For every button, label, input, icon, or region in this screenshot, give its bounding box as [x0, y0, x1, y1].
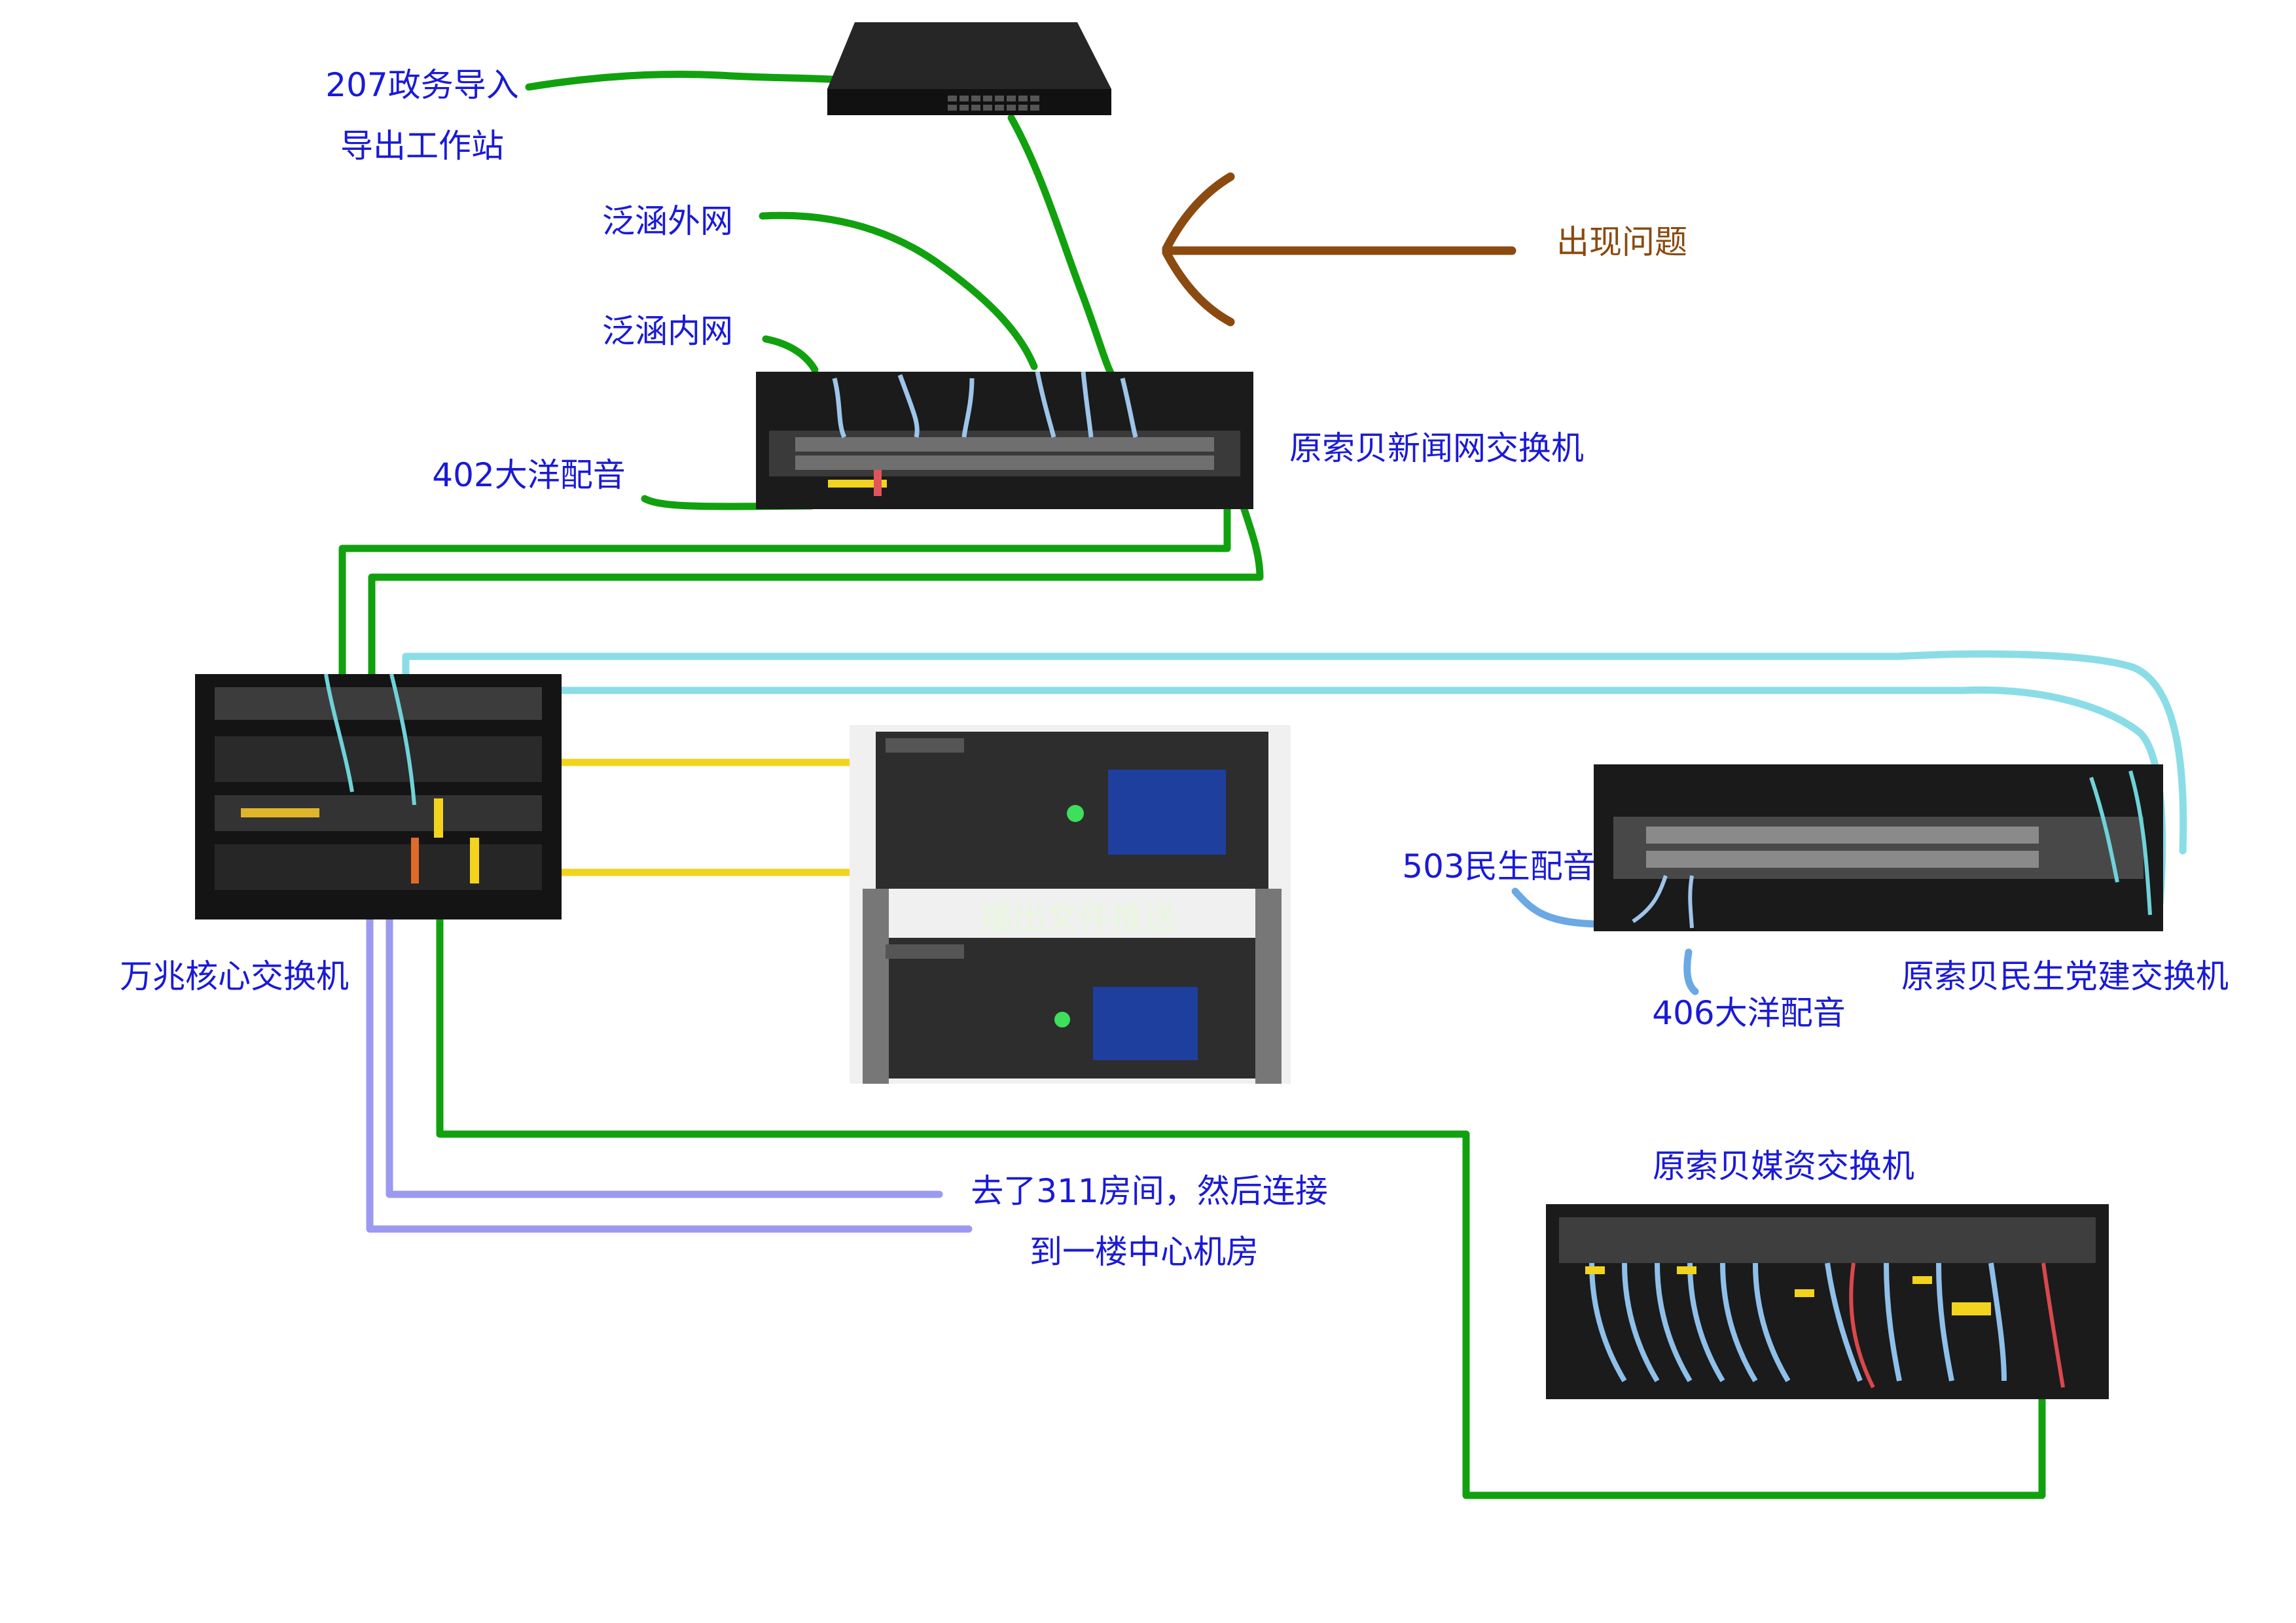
wire-minsheng-503 [1511, 887, 1601, 928]
wire-core-to-minsheng-outer [402, 650, 2187, 855]
wire-news-to-core-inner [368, 503, 1264, 881]
wire-dayang-406 [1683, 948, 1699, 995]
wire-core-to-room311-inner [386, 847, 943, 1198]
wire-core-to-media-switch [436, 889, 2046, 1499]
media-switch-photo [1546, 1204, 2109, 1399]
minsheng-switch-photo [1594, 764, 2163, 931]
news-switch-photo [756, 372, 1253, 509]
core-switch-rack-photo [195, 674, 562, 919]
wire-fanhan-external [759, 211, 1038, 370]
wire-workstation-to-desktop-switch [525, 71, 874, 91]
left-arrow-icon [1162, 172, 1516, 327]
wire-fanhan-internal [762, 335, 819, 374]
wire-desktop-switch-to-news-switch [1007, 114, 1117, 380]
wire-core-to-room311-outer [366, 847, 973, 1233]
broadcast-server-photo [850, 725, 1291, 1084]
desktop-switch-photo [823, 18, 1117, 116]
